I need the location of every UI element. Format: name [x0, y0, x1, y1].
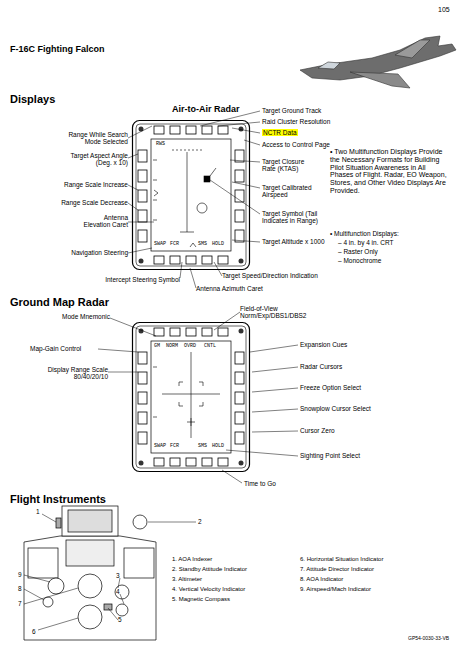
callout-number: 8: [18, 585, 22, 592]
callout-label: Target Calibrated Airspeed: [262, 184, 322, 199]
callout-label: Mode Mnemonic: [62, 313, 110, 320]
bullet-note: • Two Multifunction Displays Provide the…: [330, 148, 450, 195]
callout-label: Navigation Steering: [48, 249, 128, 256]
page-title: F-16C Fighting Falcon: [10, 44, 105, 54]
mfd-bezel: [133, 323, 250, 472]
section-heading: Flight Instruments: [10, 493, 106, 505]
callout-label: Snowplow Cursor Select: [300, 405, 371, 412]
screen-mnemonic: RWS: [156, 142, 165, 147]
callout-label: Time to Go: [244, 480, 276, 487]
callout-number: 9: [18, 571, 22, 578]
callout-number: 4: [116, 588, 120, 595]
figure-title: Air-to-Air Radar: [172, 104, 240, 114]
callout-number: 5: [118, 616, 122, 623]
callout-label: Target Aspect Angle (Deg. x 10): [58, 152, 128, 167]
callout-number: 3: [116, 572, 120, 579]
callout-label: Expansion Cues: [300, 341, 347, 348]
callout-label: Access to Control Page: [262, 141, 330, 148]
screen-mnemonic: FCR: [170, 444, 179, 449]
instrument-key: 8. AOA Indicator: [300, 576, 343, 583]
callout-number: 2: [198, 518, 202, 525]
cockpit-illustration: [24, 506, 156, 640]
callout-label: Range Scale Decrease: [48, 199, 128, 206]
screen-mnemonic: SMS: [198, 444, 207, 449]
callout-label: Target Closure Rate (KTAS): [262, 158, 314, 173]
callout-label: Cursor Zero: [300, 427, 335, 434]
ground-map-symbols: [153, 352, 220, 438]
callout-label: Intercept Steering Symbol: [70, 276, 180, 283]
callout-label: Range Scale Increase: [48, 181, 128, 188]
callout-label: Freeze Option Select: [300, 384, 361, 391]
screen-mnemonic: SMS: [198, 242, 207, 247]
callout-label: Target Altitude x 1000: [262, 238, 325, 245]
instrument-key: 5. Magnetic Compass: [172, 596, 230, 603]
instrument-key: 9. Airspeed/Mach Indicator: [300, 586, 371, 593]
radar-screen-symbols: [153, 150, 216, 247]
instrument-key: 4. Vertical Velocity Indicator: [172, 586, 245, 593]
section-heading: Displays: [10, 93, 55, 105]
screen-mnemonic: HOLD: [212, 444, 224, 449]
mfd-display: RWS SWAP FCR SMS HOLD: [132, 120, 250, 270]
callout-label: Target Ground Track: [262, 107, 321, 114]
instrument-key: 1. AOA Indexer: [172, 556, 212, 563]
callout-leaders: [24, 514, 196, 630]
callout-label: Display Range Scale 80/40/20/10: [38, 366, 108, 381]
callout-label: Map-Gain Control: [30, 345, 81, 352]
screen-mnemonic: SWAP: [154, 444, 166, 449]
document-code: GP54-0030-33-VB: [408, 636, 449, 642]
bullet-note: • Multifunction Displays:: [330, 230, 399, 237]
callout-label: NCTR Data: [262, 129, 298, 136]
callout-number: 1: [36, 508, 40, 515]
instrument-key: 6. Horizontal Situation Indicator: [300, 556, 383, 563]
callout-label: Sighting Point Select: [300, 452, 360, 459]
page-number: 105: [438, 6, 450, 14]
screen-mnemonic: CNTL: [204, 344, 216, 349]
aircraft-illustration: [300, 36, 456, 88]
screen-mnemonic: NORM: [166, 344, 178, 349]
callout-label: Range While Search Mode Selected: [62, 131, 128, 146]
screen-mnemonic: HOLD: [212, 242, 224, 247]
instrument-key: 7. Attitude Director Indicator: [300, 566, 374, 573]
callout-label: Antenna Elevation Caret: [76, 214, 128, 229]
mfd-display: GM NORM OVRD CNTL SWAP FCR SMS HOLD: [132, 322, 250, 472]
callout-label: Target Speed/Direction Indication: [222, 272, 318, 279]
callout-number: 7: [18, 600, 22, 607]
screen-mnemonic: SWAP: [154, 242, 166, 247]
bullet-item: – Raster Only: [338, 248, 378, 255]
screen-mnemonic: OVRD: [184, 344, 196, 349]
instrument-key: 2. Standby Attitude Indicator: [172, 566, 247, 573]
callout-label: Target Symbol (Tail Indicates in Range): [262, 210, 328, 225]
callout-label: Antenna Azimuth Caret: [196, 285, 263, 292]
screen-mnemonic: GM: [154, 344, 160, 349]
callout-number: 6: [32, 628, 36, 635]
instrument-key: 3. Altimeter: [172, 576, 202, 583]
callout-label: Field-of-View Norm/Exp/DBS1/DBS2: [240, 305, 310, 320]
section-heading: Ground Map Radar: [10, 296, 109, 308]
bullet-item: – 4 in. by 4 in. CRT: [338, 239, 394, 246]
screen-mnemonic: FCR: [170, 242, 179, 247]
bullet-item: – Monochrome: [338, 257, 381, 264]
callout-label: Radar Cursors: [300, 363, 342, 370]
callout-label: Raid Cluster Resolution: [262, 118, 330, 125]
